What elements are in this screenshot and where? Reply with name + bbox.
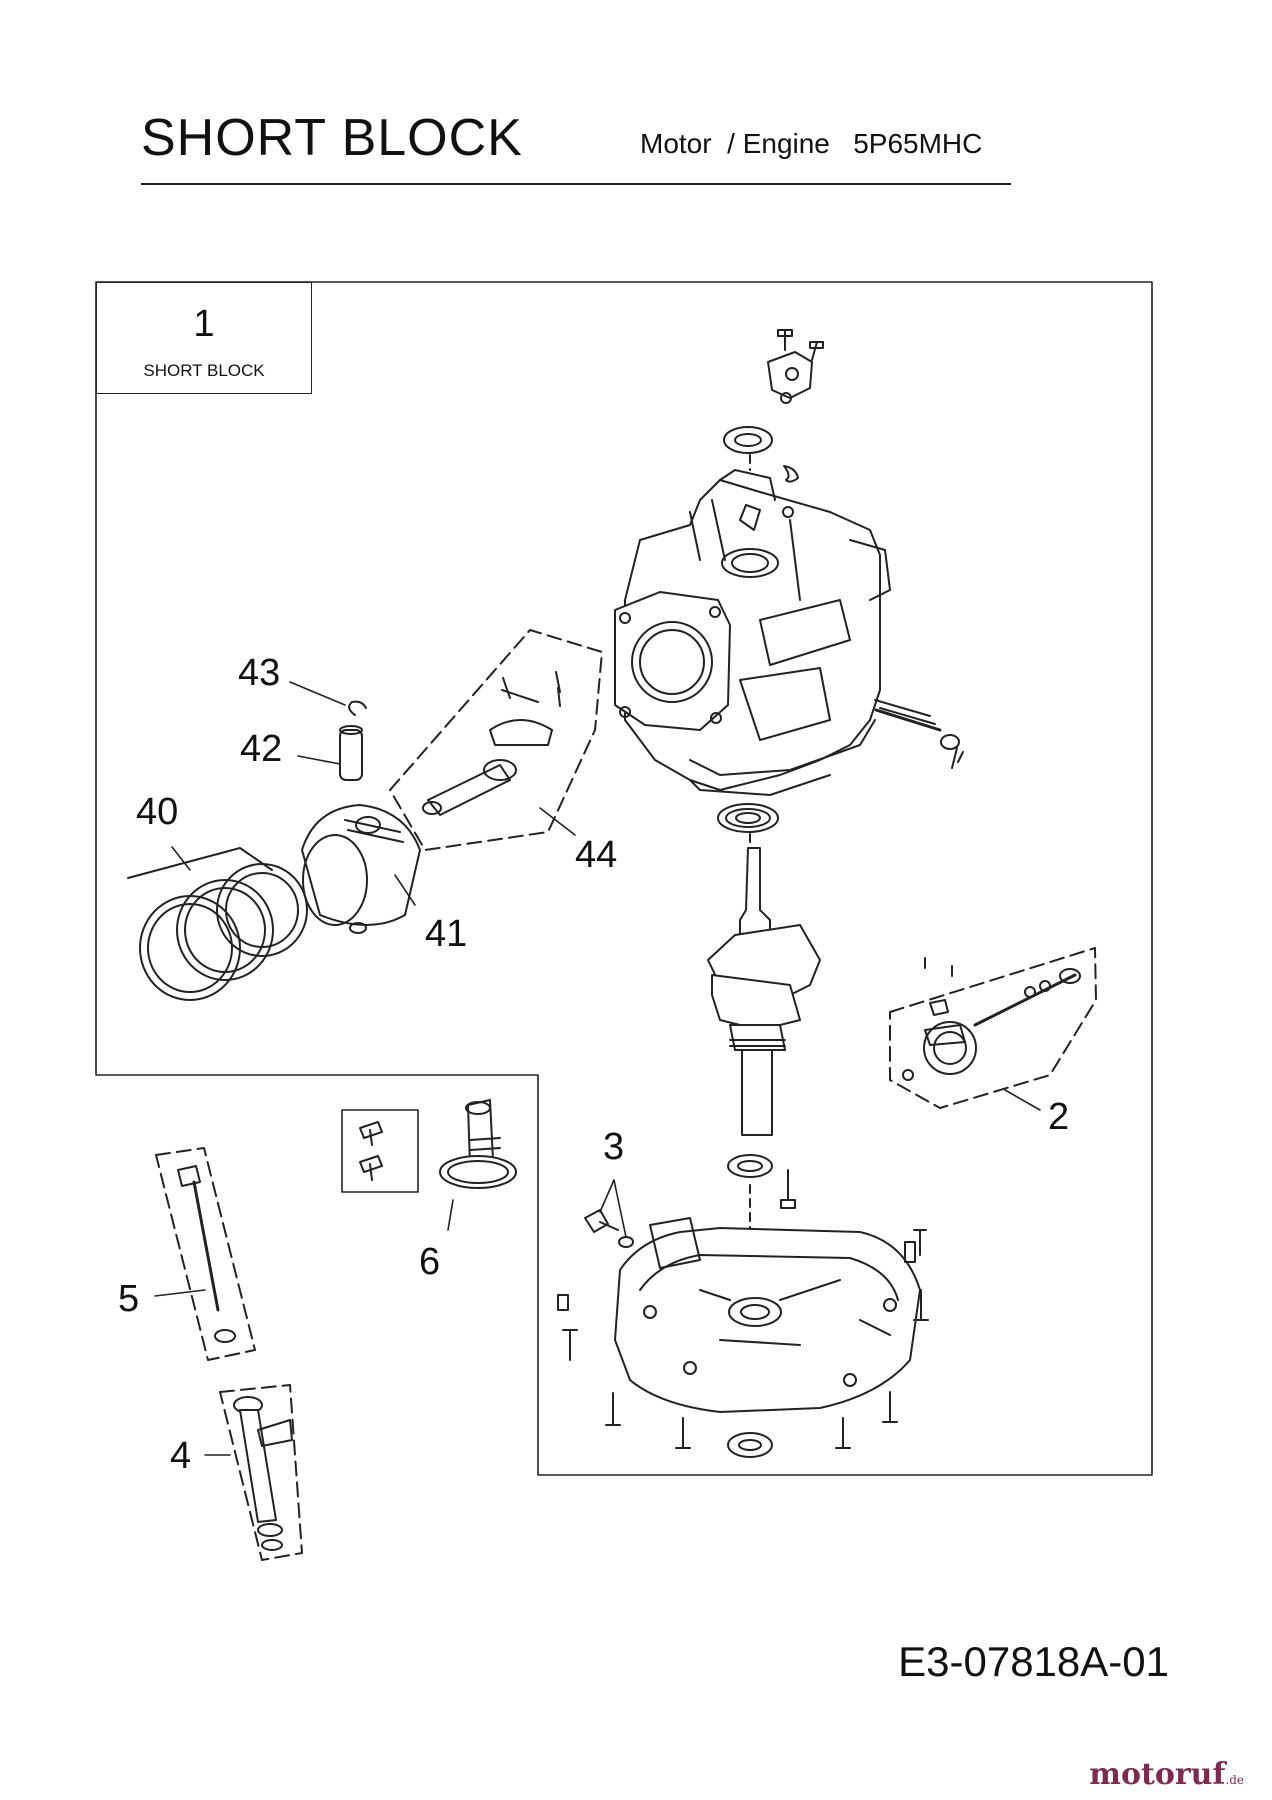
cam-bolt-box: [341, 1109, 419, 1193]
piston-rings: [127, 847, 308, 1001]
piston: [301, 804, 421, 926]
breather-rod: [874, 708, 942, 732]
lower-bearing: [717, 803, 779, 833]
engine-model-subtitle: Motor / Engine 5P65MHC: [640, 128, 983, 159]
callout-3: 3: [603, 1126, 625, 1168]
breather-cap: [940, 734, 960, 750]
drawing-number: E3-07818A-01: [898, 1638, 1169, 1685]
cover-bolts: [557, 1169, 929, 1449]
crankshaft: [707, 847, 821, 1136]
callout-40: 40: [136, 791, 179, 833]
crankcase-cover: [614, 1217, 921, 1413]
page-title: SHORT BLOCK: [141, 109, 523, 167]
watermark-text: motoruf: [1089, 1757, 1226, 1792]
oil-fill-tube: [219, 1384, 303, 1561]
watermark-suffix: .de: [1225, 1773, 1244, 1787]
callout-41: 41: [425, 913, 468, 955]
crank-washer: [727, 1154, 773, 1178]
callout-2: 2: [1048, 1096, 1070, 1138]
upper-bearing: [723, 426, 799, 518]
callout-6: 6: [419, 1241, 441, 1283]
piston-pin: [339, 725, 363, 781]
governor-assembly: [889, 947, 1097, 1109]
watermark-logo: motoruf.de: [1089, 1757, 1244, 1792]
connecting-rod-group: [389, 629, 603, 851]
callout-43: 43: [238, 652, 281, 694]
dipstick: [155, 1147, 256, 1361]
camshaft: [439, 1099, 517, 1189]
circlip-lower: [349, 922, 367, 934]
circlip-43: [348, 700, 367, 716]
cylinder-block: [614, 469, 936, 796]
callout-4: 4: [170, 1435, 192, 1477]
callout-42: 42: [240, 728, 283, 770]
part-3-bolt-washer: [584, 1209, 634, 1248]
legend-label: SHORT BLOCK: [143, 361, 265, 380]
top-bracket: [767, 329, 824, 404]
callout-leaders: [154, 681, 1041, 1456]
assembly-boundary: [95, 281, 1153, 1476]
oil-seal: [727, 1432, 773, 1458]
title-underline: [141, 183, 1011, 185]
callout-44: 44: [575, 834, 618, 876]
legend-number: 1: [193, 303, 215, 345]
callout-5: 5: [118, 1278, 140, 1320]
